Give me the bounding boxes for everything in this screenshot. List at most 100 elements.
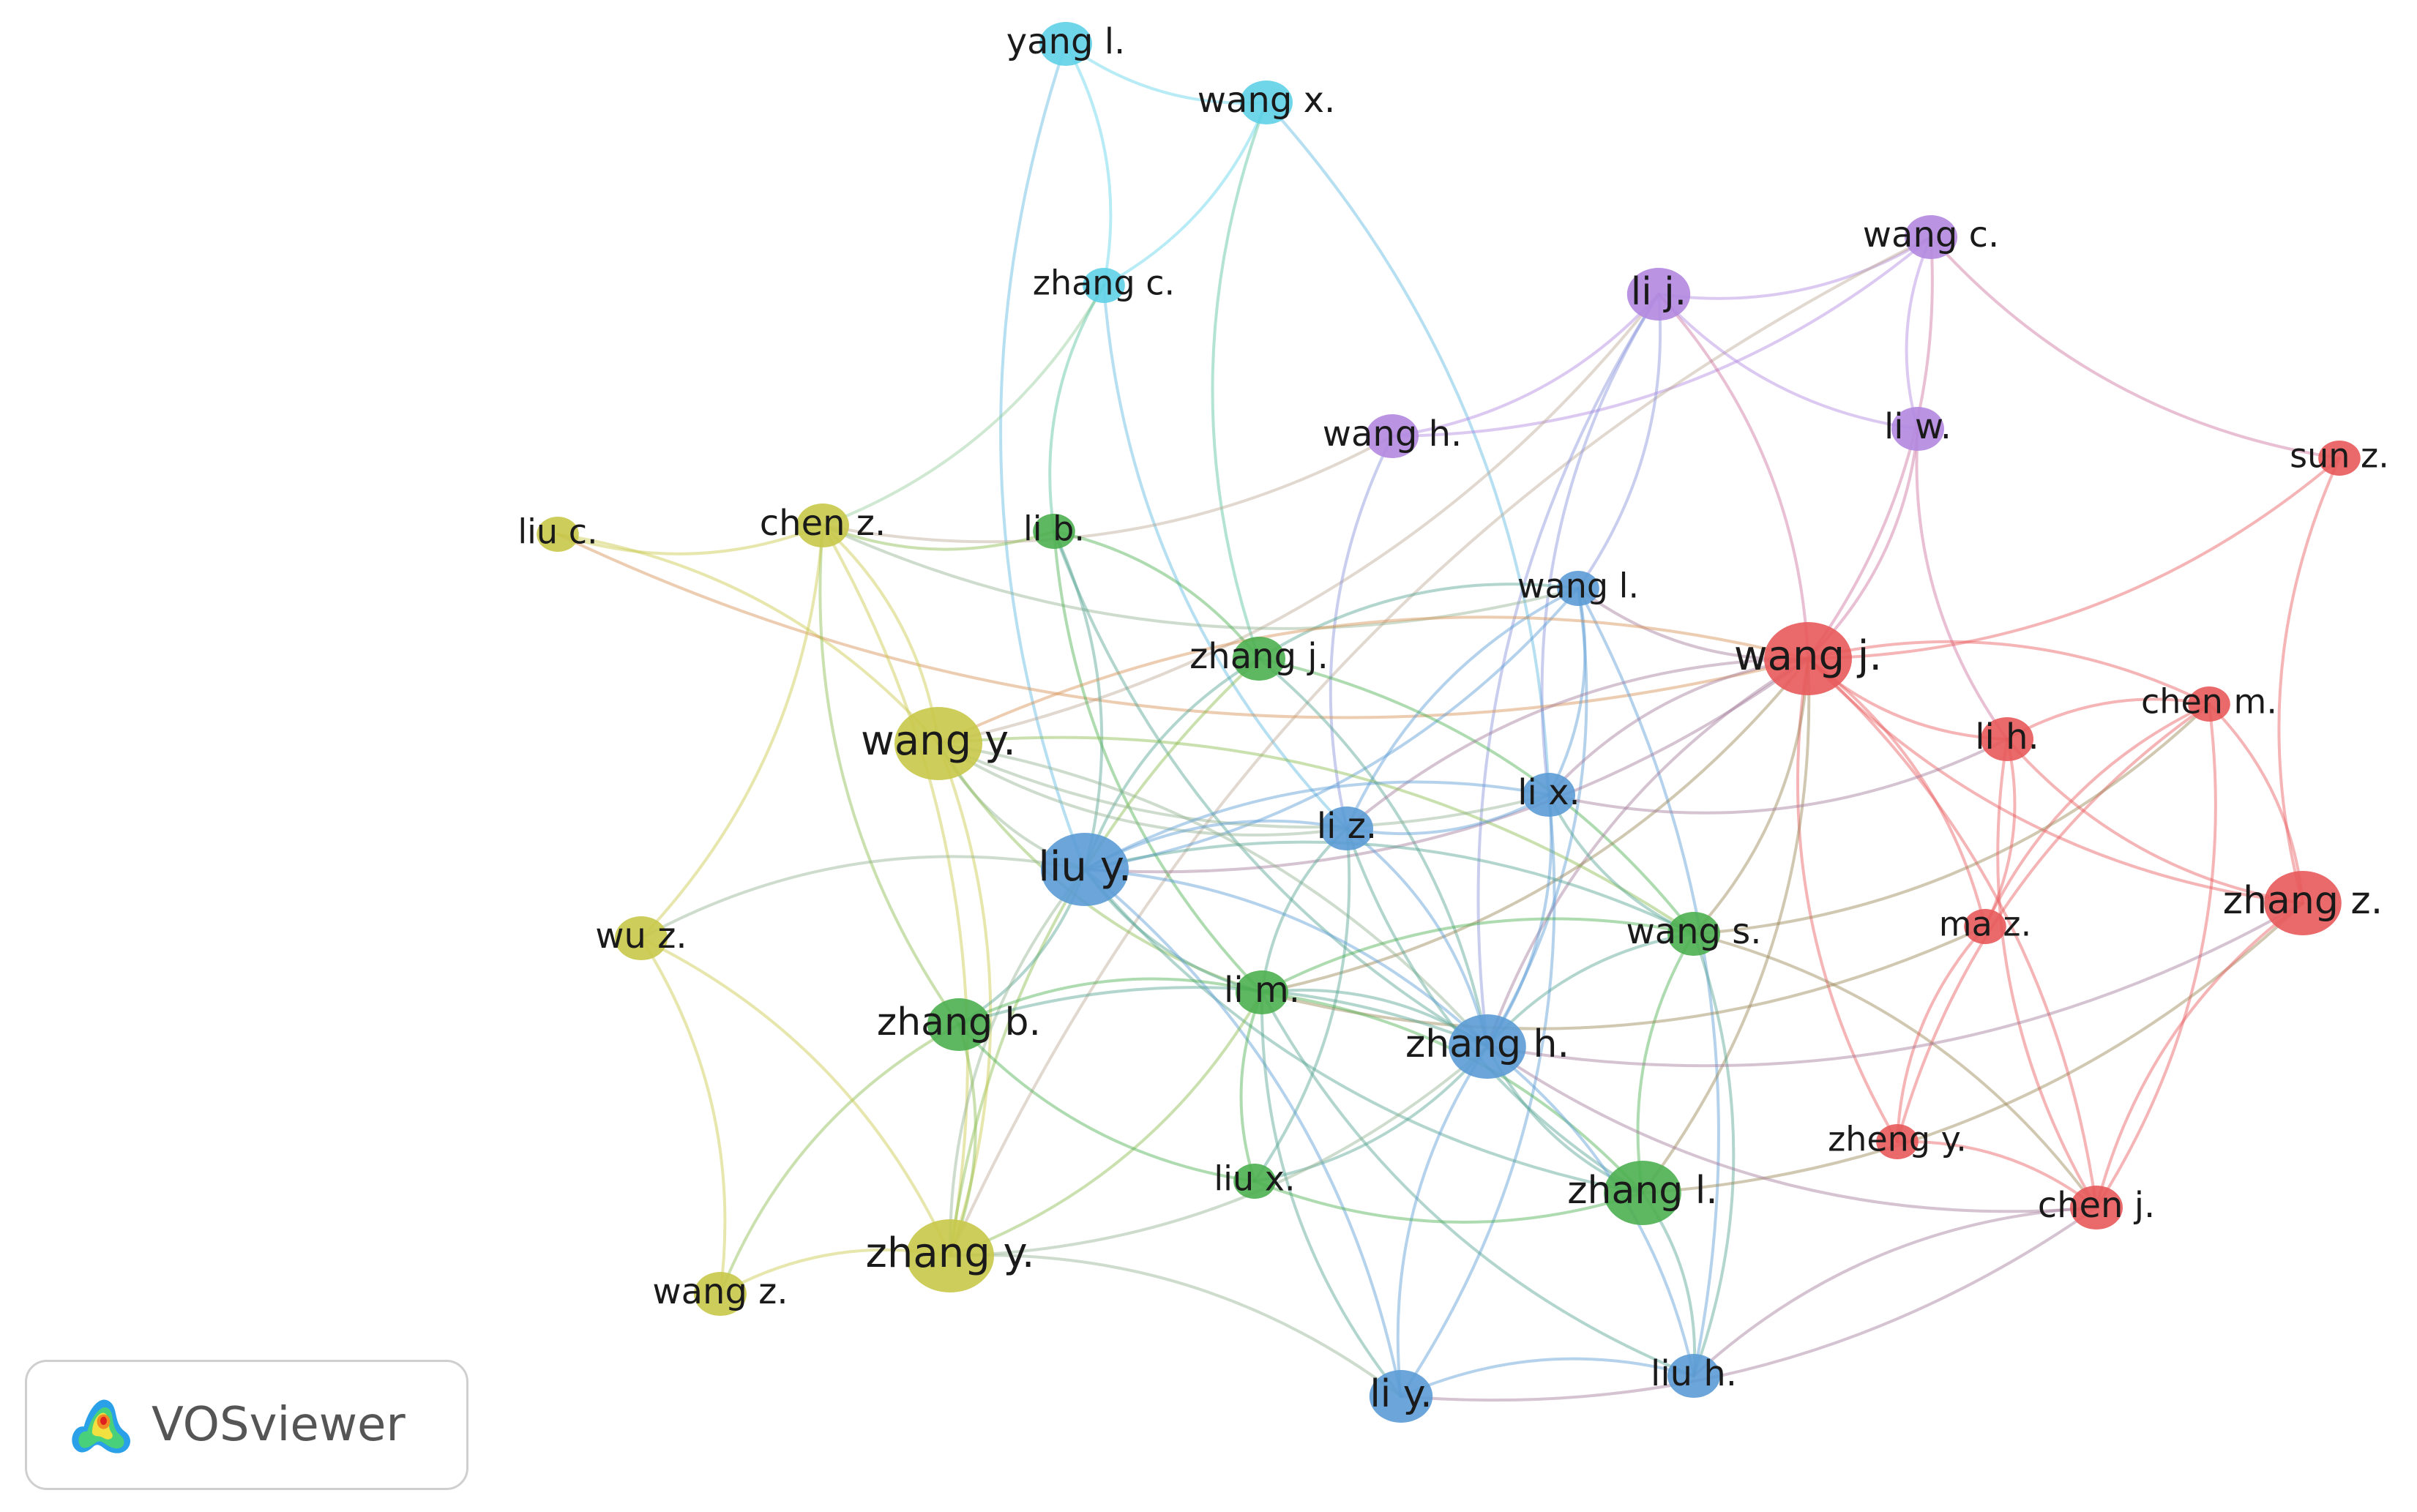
edge-chen_z-wu_z <box>640 524 824 940</box>
node-wang-l[interactable] <box>1557 571 1599 606</box>
node-wang-c[interactable] <box>1905 215 1957 259</box>
node-chen-j[interactable] <box>2070 1186 2123 1230</box>
node-label-chen-m[interactable]: chen m. <box>2141 682 2277 722</box>
node-label-wang-l[interactable]: wang l. <box>1517 566 1639 606</box>
node-ma-z[interactable] <box>1964 909 2006 944</box>
node-label-li-b[interactable]: li b. <box>1023 509 1085 549</box>
node-label-zheng-y[interactable]: zheng y. <box>1828 1120 1967 1159</box>
node-zhang-c[interactable] <box>1083 268 1125 303</box>
node-li-z[interactable] <box>1320 806 1373 850</box>
node-label-zhang-c[interactable]: zhang c. <box>1033 263 1175 303</box>
node-liu-y[interactable] <box>1041 833 1129 906</box>
edge-wang_s-li_m <box>1260 917 1695 994</box>
edge-li_x-zhang_h <box>1486 793 1553 1048</box>
node-label-chen-z[interactable]: chen z. <box>760 503 886 544</box>
node-li-j[interactable] <box>1626 268 1691 321</box>
edge-sun_z-zhang_z <box>2277 457 2341 905</box>
node-li-b[interactable] <box>1033 514 1075 549</box>
node-li-m[interactable] <box>1236 970 1288 1014</box>
node-liu-h[interactable] <box>1667 1354 1720 1398</box>
node-label-zhang-h[interactable]: zhang h. <box>1405 1022 1569 1066</box>
edge-li_x-li_y <box>1400 793 1556 1398</box>
node-label-li-y[interactable]: li y. <box>1370 1372 1432 1416</box>
node-label-li-j[interactable]: li j. <box>1631 270 1686 314</box>
edge-wang_s-liu_h <box>1692 932 1736 1377</box>
node-yang-l[interactable] <box>1039 22 1092 66</box>
node-label-wang-s[interactable]: wang s. <box>1626 911 1761 952</box>
node-label-zhang-l[interactable]: zhang l. <box>1567 1169 1718 1213</box>
edge-wang_j-li_z <box>1345 657 1809 830</box>
node-label-zhang-j[interactable]: zhang j. <box>1189 636 1329 677</box>
node-sun-z[interactable] <box>2318 441 2361 476</box>
node-zhang-h[interactable] <box>1449 1014 1526 1079</box>
edge-li_b-zhang_h <box>1053 530 1489 1048</box>
node-label-zhang-z[interactable]: zhang z. <box>2223 879 2383 923</box>
node-li-y[interactable] <box>1369 1370 1433 1423</box>
node-chen-m[interactable] <box>2188 686 2230 722</box>
node-label-ma-z[interactable]: ma z. <box>1939 905 2031 944</box>
edge-li_j-zhang_h <box>1476 293 1660 1048</box>
edge-zhang_c-chen_z <box>821 284 1105 527</box>
node-label-li-w[interactable]: li w. <box>1884 406 1951 447</box>
edge-wang_j-wang_s <box>1692 657 1809 935</box>
node-label-li-z[interactable]: li z. <box>1317 806 1377 847</box>
edge-wang_j-zhang_l <box>1641 657 1811 1194</box>
edge-wang_j-chen_m <box>1807 640 2211 706</box>
edge-wang_j-zhang_h <box>1486 657 1809 1048</box>
node-zhang-z[interactable] <box>2264 871 2342 935</box>
edge-wang_c-wang_h <box>1391 236 1932 438</box>
node-wang-z[interactable] <box>694 1272 747 1316</box>
node-zhang-l[interactable] <box>1604 1161 1681 1225</box>
node-label-li-h[interactable]: li h. <box>1975 716 2039 757</box>
node-layer <box>537 22 2361 1423</box>
node-label-liu-c[interactable]: liu c. <box>518 512 597 552</box>
edge-li_m-zhang_y <box>949 991 1263 1257</box>
node-wu-z[interactable] <box>615 916 668 960</box>
node-liu-x[interactable] <box>1233 1164 1276 1199</box>
node-label-liu-y[interactable]: liu y. <box>1038 843 1131 891</box>
node-wang-y[interactable] <box>894 707 982 780</box>
node-label-wang-y[interactable]: wang y. <box>861 717 1016 765</box>
vosviewer-logo: VOSviewer <box>25 1360 468 1490</box>
node-label-wang-x[interactable]: wang x. <box>1198 80 1335 121</box>
node-label-wu-z[interactable]: wu z. <box>595 916 687 957</box>
node-zhang-b[interactable] <box>927 998 991 1051</box>
node-zhang-j[interactable] <box>1233 637 1285 681</box>
node-wang-x[interactable] <box>1240 81 1293 124</box>
edge-ma_z-zheng_y <box>1896 925 1987 1143</box>
edge-zhang_b-wang_z <box>719 1023 960 1295</box>
node-liu-c[interactable] <box>537 517 579 552</box>
node-label-li-m[interactable]: li m. <box>1224 970 1300 1011</box>
node-label-li-x[interactable]: li x. <box>1517 772 1580 813</box>
edge-wang_j-zheng_y <box>1796 657 1899 1143</box>
edge-zhang_j-wang_s <box>1258 657 1695 935</box>
node-label-wang-c[interactable]: wang c. <box>1863 214 1999 255</box>
node-zheng-y[interactable] <box>1876 1124 1919 1159</box>
edge-chen_z-wang_l <box>821 524 1580 630</box>
node-wang-s[interactable] <box>1667 912 1720 956</box>
node-label-liu-h[interactable]: liu h. <box>1651 1353 1737 1394</box>
node-label-chen-j[interactable]: chen j. <box>2038 1185 2156 1226</box>
node-label-wang-j[interactable]: wang j. <box>1734 632 1882 680</box>
edge-liu_c-chen_z <box>556 524 824 555</box>
node-label-wang-h[interactable]: wang h. <box>1323 413 1462 454</box>
node-li-x[interactable] <box>1523 773 1575 817</box>
node-label-liu-x[interactable]: liu x. <box>1214 1159 1295 1199</box>
node-label-yang-l[interactable]: yang l. <box>1006 21 1126 62</box>
node-chen-z[interactable] <box>796 504 849 547</box>
node-wang-j[interactable] <box>1764 622 1852 695</box>
node-label-zhang-y[interactable]: zhang y. <box>866 1230 1035 1277</box>
node-zhang-y[interactable] <box>906 1219 994 1292</box>
edge-zhang_c-li_z <box>1102 284 1348 830</box>
edge-yang_l-wang_x <box>1064 42 1268 105</box>
node-label-sun-z[interactable]: sun z. <box>2290 436 2389 476</box>
edge-ma_z-li_m <box>1260 925 1987 1030</box>
node-li-w[interactable] <box>1891 407 1944 451</box>
edge-zhang_b-zhang_h <box>957 986 1489 1048</box>
node-label-zhang-b[interactable]: zhang b. <box>877 1000 1041 1044</box>
edge-wang_x-zhang_c <box>1102 101 1268 287</box>
node-li-h[interactable] <box>1981 717 2033 761</box>
node-label-wang-z[interactable]: wang z. <box>652 1271 788 1312</box>
node-wang-h[interactable] <box>1366 414 1419 458</box>
edge-zheng_y-chen_j <box>1896 1139 2098 1209</box>
